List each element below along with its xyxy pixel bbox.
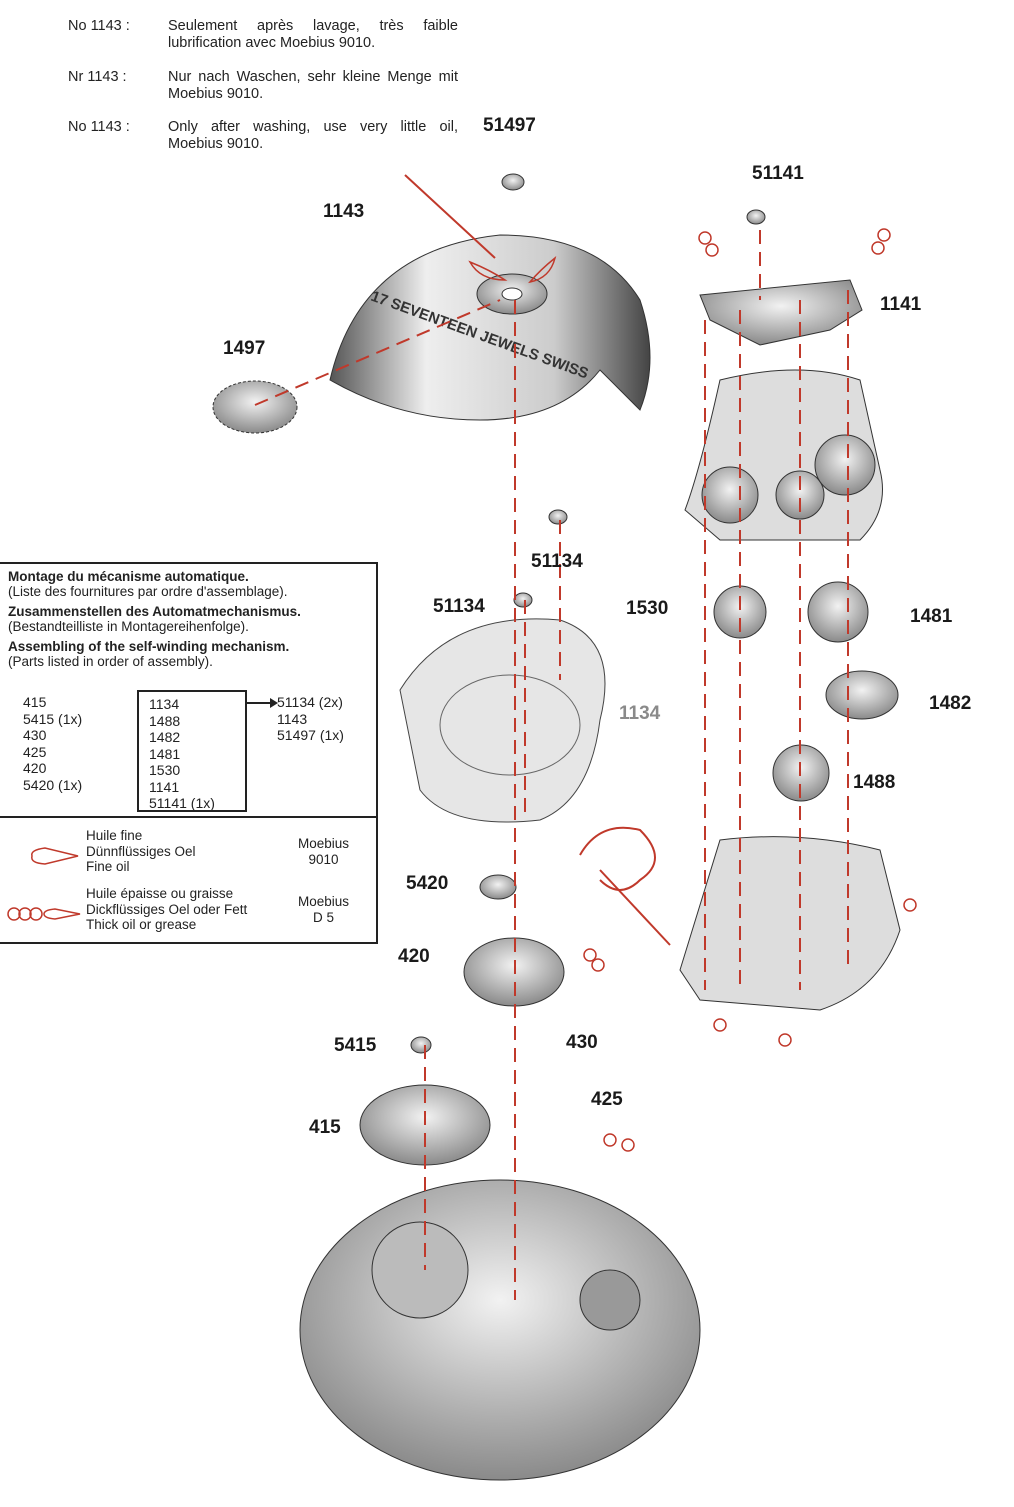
note-key: No 1143 : xyxy=(68,18,130,34)
label-1488: 1488 xyxy=(853,772,896,793)
wheel-1481 xyxy=(807,581,869,643)
part-item: 1482 xyxy=(149,729,181,745)
de-subtitle: (Bestandteilliste in Montagereihenfolge)… xyxy=(8,619,249,634)
legend-text: Thick oil or grease xyxy=(86,917,197,932)
wheel-1497 xyxy=(212,380,298,434)
fine-oil-drop-icon xyxy=(31,847,79,865)
label-51141: 51141 xyxy=(752,163,804,184)
plate-1134 xyxy=(399,618,606,823)
parts-column-2-box: 1134 1488 1482 1481 1530 1141 51141 (1x) xyxy=(137,690,247,812)
wheel-1482 xyxy=(825,670,899,720)
label-1141: 1141 xyxy=(880,294,922,315)
arrow-icon xyxy=(246,702,272,704)
fine-oil-labels: Huile fine Dünnflüssiges Oel Fine oil xyxy=(86,828,196,875)
label-1530: 1530 xyxy=(626,598,669,619)
note-key: Nr 1143 : xyxy=(68,69,127,85)
parts-list: 415 5415 (1x) 430 425 420 5420 (1x) 1134… xyxy=(0,690,376,812)
part-item: 1134 xyxy=(149,696,180,712)
part-item: 5420 (1x) xyxy=(23,776,83,793)
label-415: 415 xyxy=(309,1117,341,1138)
part-item: 51134 (2x) xyxy=(277,694,343,710)
bridge-1141 xyxy=(699,279,863,346)
assembly-info-box: Montage du mécanisme automatique. (Liste… xyxy=(0,562,378,944)
label-420: 420 xyxy=(398,946,430,967)
part-item: 1141 xyxy=(149,778,180,795)
thick-oil-labels: Huile épaisse ou graisse Dickflüssiges O… xyxy=(86,886,247,933)
rotor-1143 xyxy=(329,234,651,421)
label-425: 425 xyxy=(591,1089,623,1110)
label-430: 430 xyxy=(566,1032,598,1053)
part-item: 51497 (1x) xyxy=(277,727,344,743)
part-item: 420 xyxy=(23,760,47,776)
thick-oil-product: Moebius D 5 xyxy=(298,894,349,925)
label-51134-lower: 51134 xyxy=(433,596,485,617)
legend-text: Fine oil xyxy=(86,859,130,874)
lubricant-legend: Huile fine Dünnflüssiges Oel Fine oil Mo… xyxy=(0,816,376,942)
thick-oil-chain-icon xyxy=(7,907,81,921)
part-item: 51141 (1x) xyxy=(149,795,215,811)
legend-text: Dünnflüssiges Oel xyxy=(86,843,196,859)
assembly-lines xyxy=(254,230,849,1300)
label-1497: 1497 xyxy=(223,338,266,359)
legend-symbols xyxy=(7,847,81,921)
arrow-head-icon xyxy=(270,698,278,708)
parts-column-3: 51134 (2x) 1143 51497 (1x) xyxy=(277,694,344,744)
note-key: No 1143 : xyxy=(68,119,130,135)
product-code: D 5 xyxy=(313,909,335,925)
en-title: Assembling of the self-winding mechanism… xyxy=(8,639,290,654)
oil-drop-icons xyxy=(468,228,917,1152)
parts-column-1: 415 5415 (1x) 430 425 420 5420 (1x) xyxy=(23,694,82,793)
part-item: 1481 xyxy=(149,745,181,762)
legend-text: Huile épaisse ou graisse xyxy=(86,886,234,901)
part-item: 1530 xyxy=(149,762,181,778)
part-item: 1143 xyxy=(277,710,308,727)
fr-subtitle: (Liste des fournitures par ordre d'assem… xyxy=(8,584,288,599)
part-item: 425 xyxy=(23,743,47,760)
label-1134: 1134 xyxy=(619,703,661,724)
screw-icons xyxy=(410,173,766,1054)
label-51134-upper: 51134 xyxy=(531,551,583,572)
note-fr: No 1143 : Seulement après lavage, très f… xyxy=(68,18,468,54)
note-text: Nur nach Waschen, sehr kleine Menge mit … xyxy=(168,69,458,102)
note-text: Only after washing, use very little oil,… xyxy=(168,119,458,152)
de-title: Zusammenstellen des Automatmechanismus. xyxy=(8,604,301,619)
product-code: 9010 xyxy=(308,851,339,867)
legend-text: Huile fine xyxy=(86,828,143,843)
product-name: Moebius xyxy=(298,836,350,851)
label-5415: 5415 xyxy=(334,1035,377,1056)
part-item: 1488 xyxy=(149,712,181,729)
label-1143: 1143 xyxy=(323,201,365,222)
fr-title: Montage du mécanisme automatique. xyxy=(8,569,249,584)
note-de: Nr 1143 : Nur nach Waschen, sehr kleine … xyxy=(68,69,468,105)
note-text: Seulement après lavage, très faible lubr… xyxy=(168,18,458,51)
part-item: 430 xyxy=(23,727,47,743)
label-1482: 1482 xyxy=(929,693,972,714)
label-51497: 51497 xyxy=(483,115,536,136)
parts-column-2: 1134 1488 1482 1481 1530 1141 51141 (1x) xyxy=(149,696,215,812)
note-en: No 1143 : Only after washing, use very l… xyxy=(68,119,468,155)
label-5420: 5420 xyxy=(406,873,449,894)
part-item: 415 xyxy=(23,694,47,710)
movement-base xyxy=(299,1179,701,1481)
label-1481: 1481 xyxy=(910,606,953,627)
fine-oil-product: Moebius 9010 xyxy=(298,836,349,867)
legend-text: Dickflüssiges Oel oder Fett xyxy=(86,901,248,917)
en-subtitle: (Parts listed in order of assembly). xyxy=(8,654,213,669)
product-name: Moebius xyxy=(298,894,350,909)
part-item: 5415 (1x) xyxy=(23,710,83,727)
plate-lower xyxy=(679,836,901,1011)
